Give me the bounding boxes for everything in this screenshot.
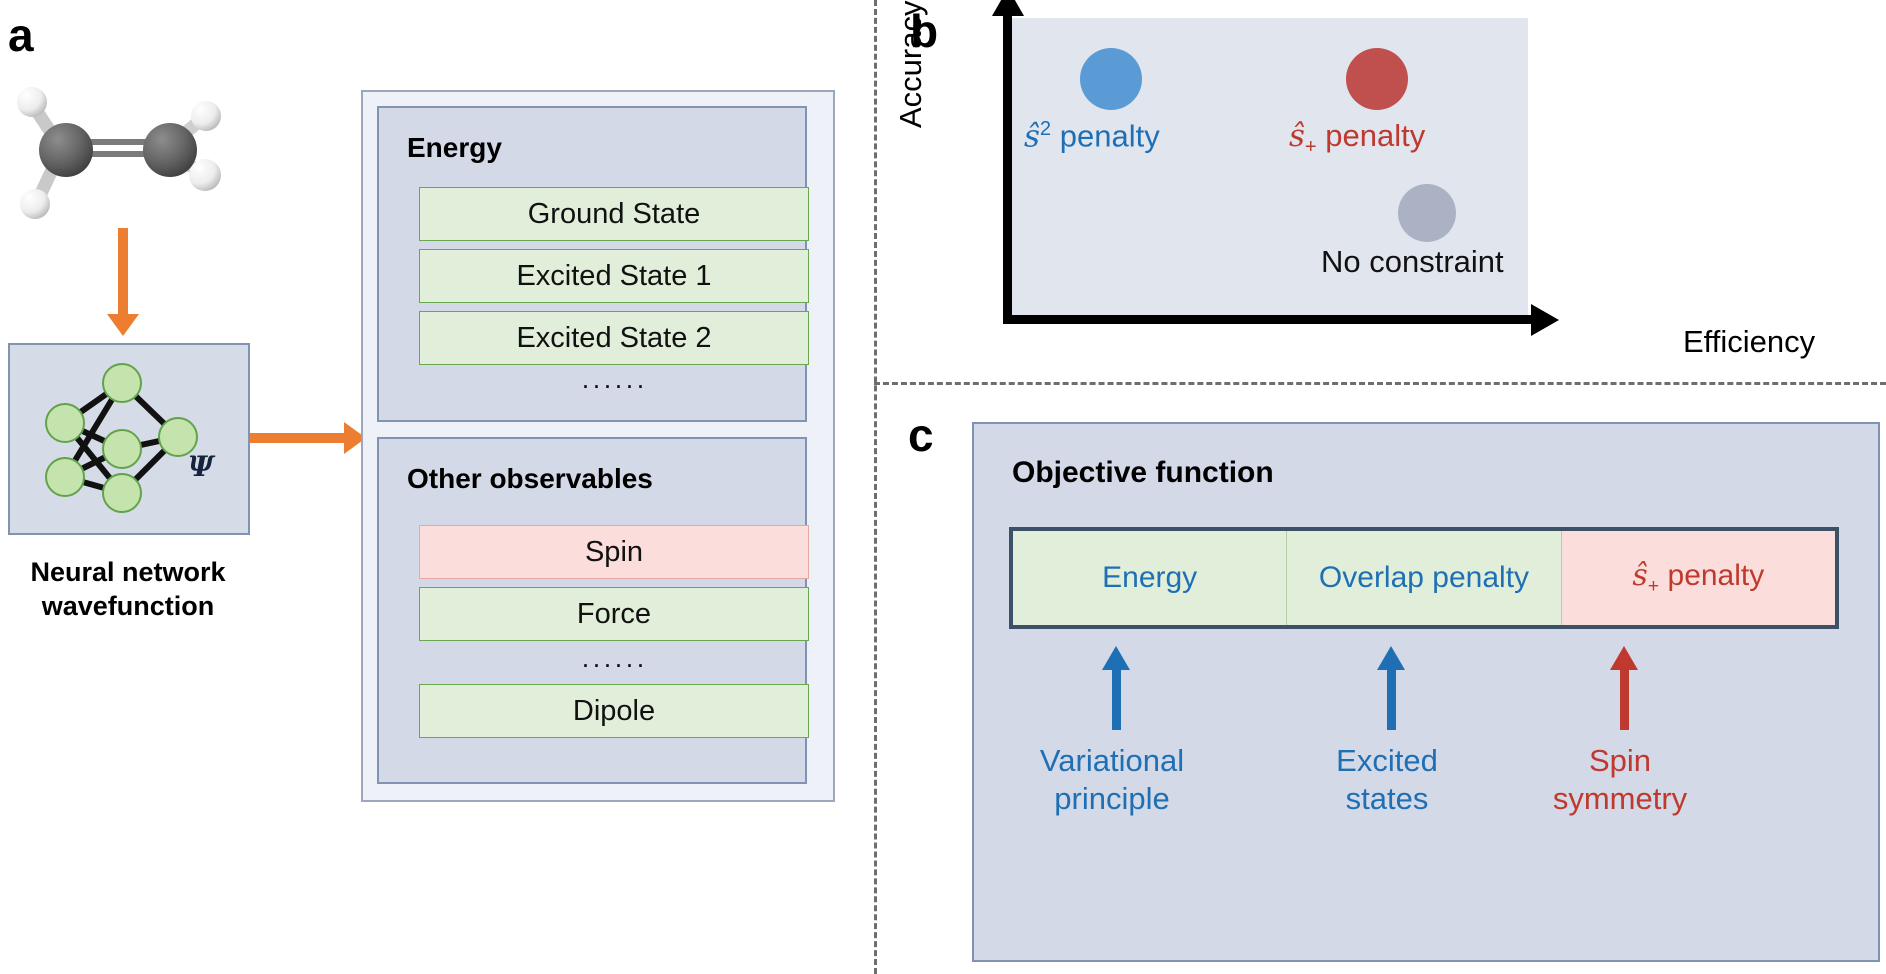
label-s-plus-penalty: ŝ+ penalty	[1289, 118, 1426, 159]
bubble-s-plus-penalty	[1346, 48, 1408, 110]
y-axis-label: Accuracy	[893, 0, 928, 128]
y-axis	[991, 0, 1024, 324]
caption-line-1: Neural network	[30, 557, 226, 587]
bubble-no-constraint	[1398, 184, 1456, 242]
ethylene-molecule	[10, 75, 240, 235]
segment-energy[interactable]: Energy	[1013, 531, 1288, 625]
energy-ellipsis: ······	[581, 370, 647, 400]
objective-function-strip: Energy Overlap penalty ŝ+ penalty	[1009, 527, 1839, 629]
energy-item-ground-state[interactable]: Ground State	[419, 187, 809, 241]
caption-spin-symmetry-line1: Spin	[1588, 743, 1652, 778]
divider-vertical	[874, 0, 877, 974]
x-axis	[1003, 303, 1559, 336]
arrow-spin-symmetry	[1610, 646, 1638, 730]
caption-line-2: wavefunction	[41, 590, 215, 621]
segment-s-plus-penalty[interactable]: ŝ+ penalty	[1561, 531, 1835, 625]
bubble-s2-penalty	[1080, 48, 1142, 110]
x-axis-label: Efficiency	[1683, 324, 1816, 359]
divider-horizontal	[874, 382, 1886, 385]
energy-card: Energy Ground State Excited State 1 Exci…	[377, 106, 809, 422]
panel-letter-a: a	[8, 9, 34, 61]
objective-function-title: Objective function	[1012, 456, 1274, 489]
psi-symbol: Ψ	[188, 450, 214, 483]
objective-function-card: Objective function Energy Overlap penalt…	[972, 422, 1880, 962]
label-no-constraint: No constraint	[1321, 244, 1504, 279]
observables-card: Other observables Spin Force ······ Dipo…	[377, 437, 809, 784]
energy-item-excited-state-2[interactable]: Excited State 2	[419, 311, 809, 365]
caption-excited-states-line1: Excited	[1336, 743, 1438, 778]
energy-card-title: Energy	[407, 132, 502, 163]
caption-excited-states: Excited states	[1282, 742, 1492, 818]
caption-excited-states-line2: states	[1345, 780, 1429, 816]
arrow-variational-principle	[1102, 646, 1130, 730]
observable-item-force[interactable]: Force	[419, 587, 809, 641]
arrow-network-to-outputs	[250, 422, 366, 454]
arrow-molecule-to-network	[107, 228, 139, 336]
caption-variational-principle-line1: Variational	[1039, 743, 1185, 778]
panel-letter-b: b	[910, 5, 939, 57]
observable-item-spin[interactable]: Spin	[419, 525, 809, 579]
neural-network-box: Ψ	[8, 343, 250, 535]
outputs-card: Energy Ground State Excited State 1 Exci…	[361, 90, 835, 802]
segment-overlap-penalty[interactable]: Overlap penalty	[1287, 531, 1562, 625]
energy-item-excited-state-1[interactable]: Excited State 1	[419, 249, 809, 303]
caption-variational-principle-line2: principle	[1054, 780, 1170, 816]
label-s2-penalty: ŝ2 penalty	[1024, 118, 1160, 155]
accuracy-efficiency-plot: ŝ2 penalty ŝ+ penalty No constraint	[1008, 18, 1528, 318]
panel-letter-c: c	[908, 409, 934, 461]
caption-spin-symmetry: Spin symmetry	[1504, 742, 1736, 818]
caption-spin-symmetry-line2: symmetry	[1552, 780, 1688, 816]
arrow-excited-states	[1377, 646, 1405, 730]
observables-card-title: Other observables	[407, 463, 653, 494]
caption-variational-principle: Variational principle	[992, 742, 1232, 818]
neural-network-caption: Neural network wavefunction	[0, 556, 256, 624]
observable-item-dipole[interactable]: Dipole	[419, 684, 809, 738]
observables-ellipsis: ······	[581, 649, 647, 679]
